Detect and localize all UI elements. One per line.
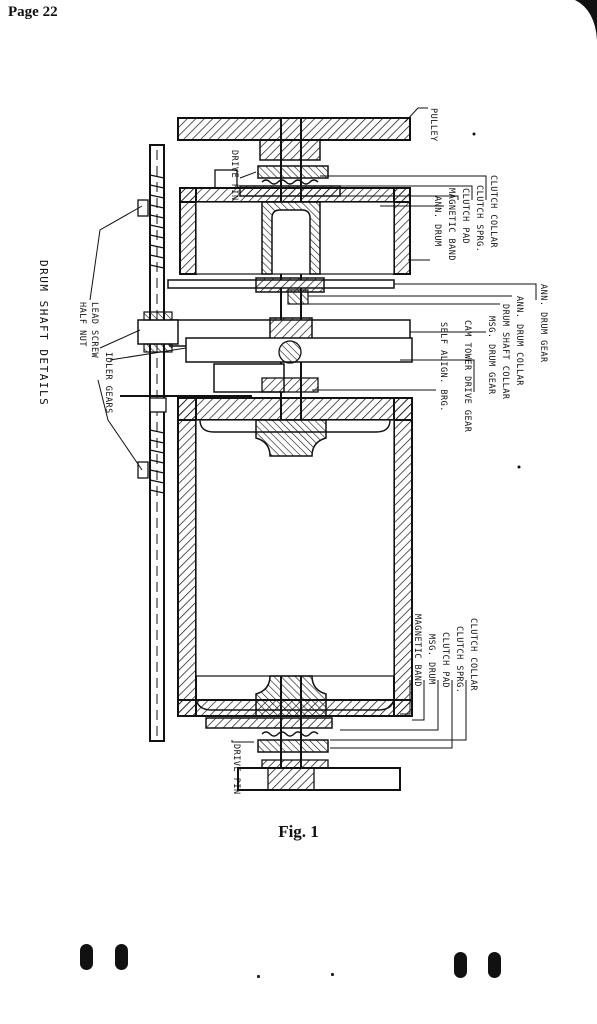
pulley — [177, 117, 411, 161]
lead-screw — [149, 144, 165, 742]
label-ann-drum: ANN. DRUM — [432, 196, 442, 247]
self-align-bearing — [213, 363, 319, 393]
label-clutch-collar-top: CLUTCH COLLAR — [488, 175, 498, 248]
stray-dot — [472, 132, 476, 136]
bottom-hub — [237, 759, 401, 791]
cam-tower-drive-gear — [185, 337, 413, 364]
idler-gears — [120, 311, 252, 413]
bottom-clutch-assembly — [205, 717, 333, 753]
label-msg-drum-gear: MSG. DRUM GEAR — [486, 316, 496, 395]
drum-shaft-collar — [287, 289, 309, 305]
label-group-right-bottom: CLUTCH COLLAR CLUTCH SPRG. CLUTCH PAD MS… — [231, 614, 478, 795]
label-clutch-pad-bottom: CLUTCH PAD — [440, 632, 450, 688]
label-group-left: IDLER GEARS LEAD SCREW HALF NUT — [77, 302, 113, 414]
label-group-right-middle: ANN. DRUM GEAR ANN. DRUM COLLAR DRUM SHA… — [438, 284, 548, 433]
leader-lines-right — [231, 107, 537, 749]
label-magnetic-band-top: MAGNETIC BAND — [446, 188, 456, 261]
label-cam-tower-drive-gear: CAM TOWER DRIVE GEAR — [462, 320, 472, 433]
speck — [257, 975, 260, 978]
label-drum-shaft-collar: DRUM SHAFT COLLAR — [500, 304, 510, 400]
speck — [331, 973, 334, 976]
label-drive-pin-bottom: DRIVE PIN — [231, 744, 241, 795]
punch-hole — [80, 944, 93, 970]
label-half-nut: HALF NUT — [77, 302, 87, 347]
label-clutch-pad-top: CLUTCH PAD — [460, 188, 470, 244]
diagram-title: DRUM SHAFT DETAILS — [37, 260, 50, 406]
msg-drum — [177, 397, 413, 717]
label-ann-drum-collar: ANN. DRUM COLLAR — [514, 296, 524, 386]
label-clutch-collar-bottom: CLUTCH COLLAR — [468, 618, 478, 691]
punch-hole — [488, 952, 501, 978]
punch-hole — [454, 952, 467, 978]
label-magnetic-band-bottom: MAGNETIC BAND — [412, 614, 422, 687]
label-pulley: PULLEY — [428, 108, 438, 142]
label-self-align-brg: SELF ALIGN. BRG. — [438, 322, 448, 412]
figure-caption: Fig. 1 — [278, 822, 319, 841]
ann-drum — [179, 187, 411, 275]
label-clutch-sprg-top: CLUTCH SPRG. — [474, 185, 484, 252]
stray-dot — [517, 465, 521, 469]
label-group-right-top: PULLEY DRIVE PIN CLUTCH COLLAR CLUTCH SP… — [229, 108, 498, 261]
label-ann-drum-gear: ANN. DRUM GEAR — [538, 284, 548, 363]
punch-hole — [115, 944, 128, 970]
half-nut-bottom — [137, 461, 149, 479]
ann-drum-gear — [167, 277, 395, 293]
label-drive-pin-top: DRIVE PIN — [229, 150, 239, 201]
label-msg-drum: MSG. DRUM — [426, 634, 436, 685]
label-lead-screw: LEAD SCREW — [89, 302, 99, 359]
leader-lines-left — [89, 171, 257, 471]
label-clutch-sprg-bottom: CLUTCH SPRG. — [454, 626, 464, 693]
page-number: Page 22 — [8, 4, 58, 20]
label-idler-gears: IDLER GEARS — [103, 352, 113, 414]
